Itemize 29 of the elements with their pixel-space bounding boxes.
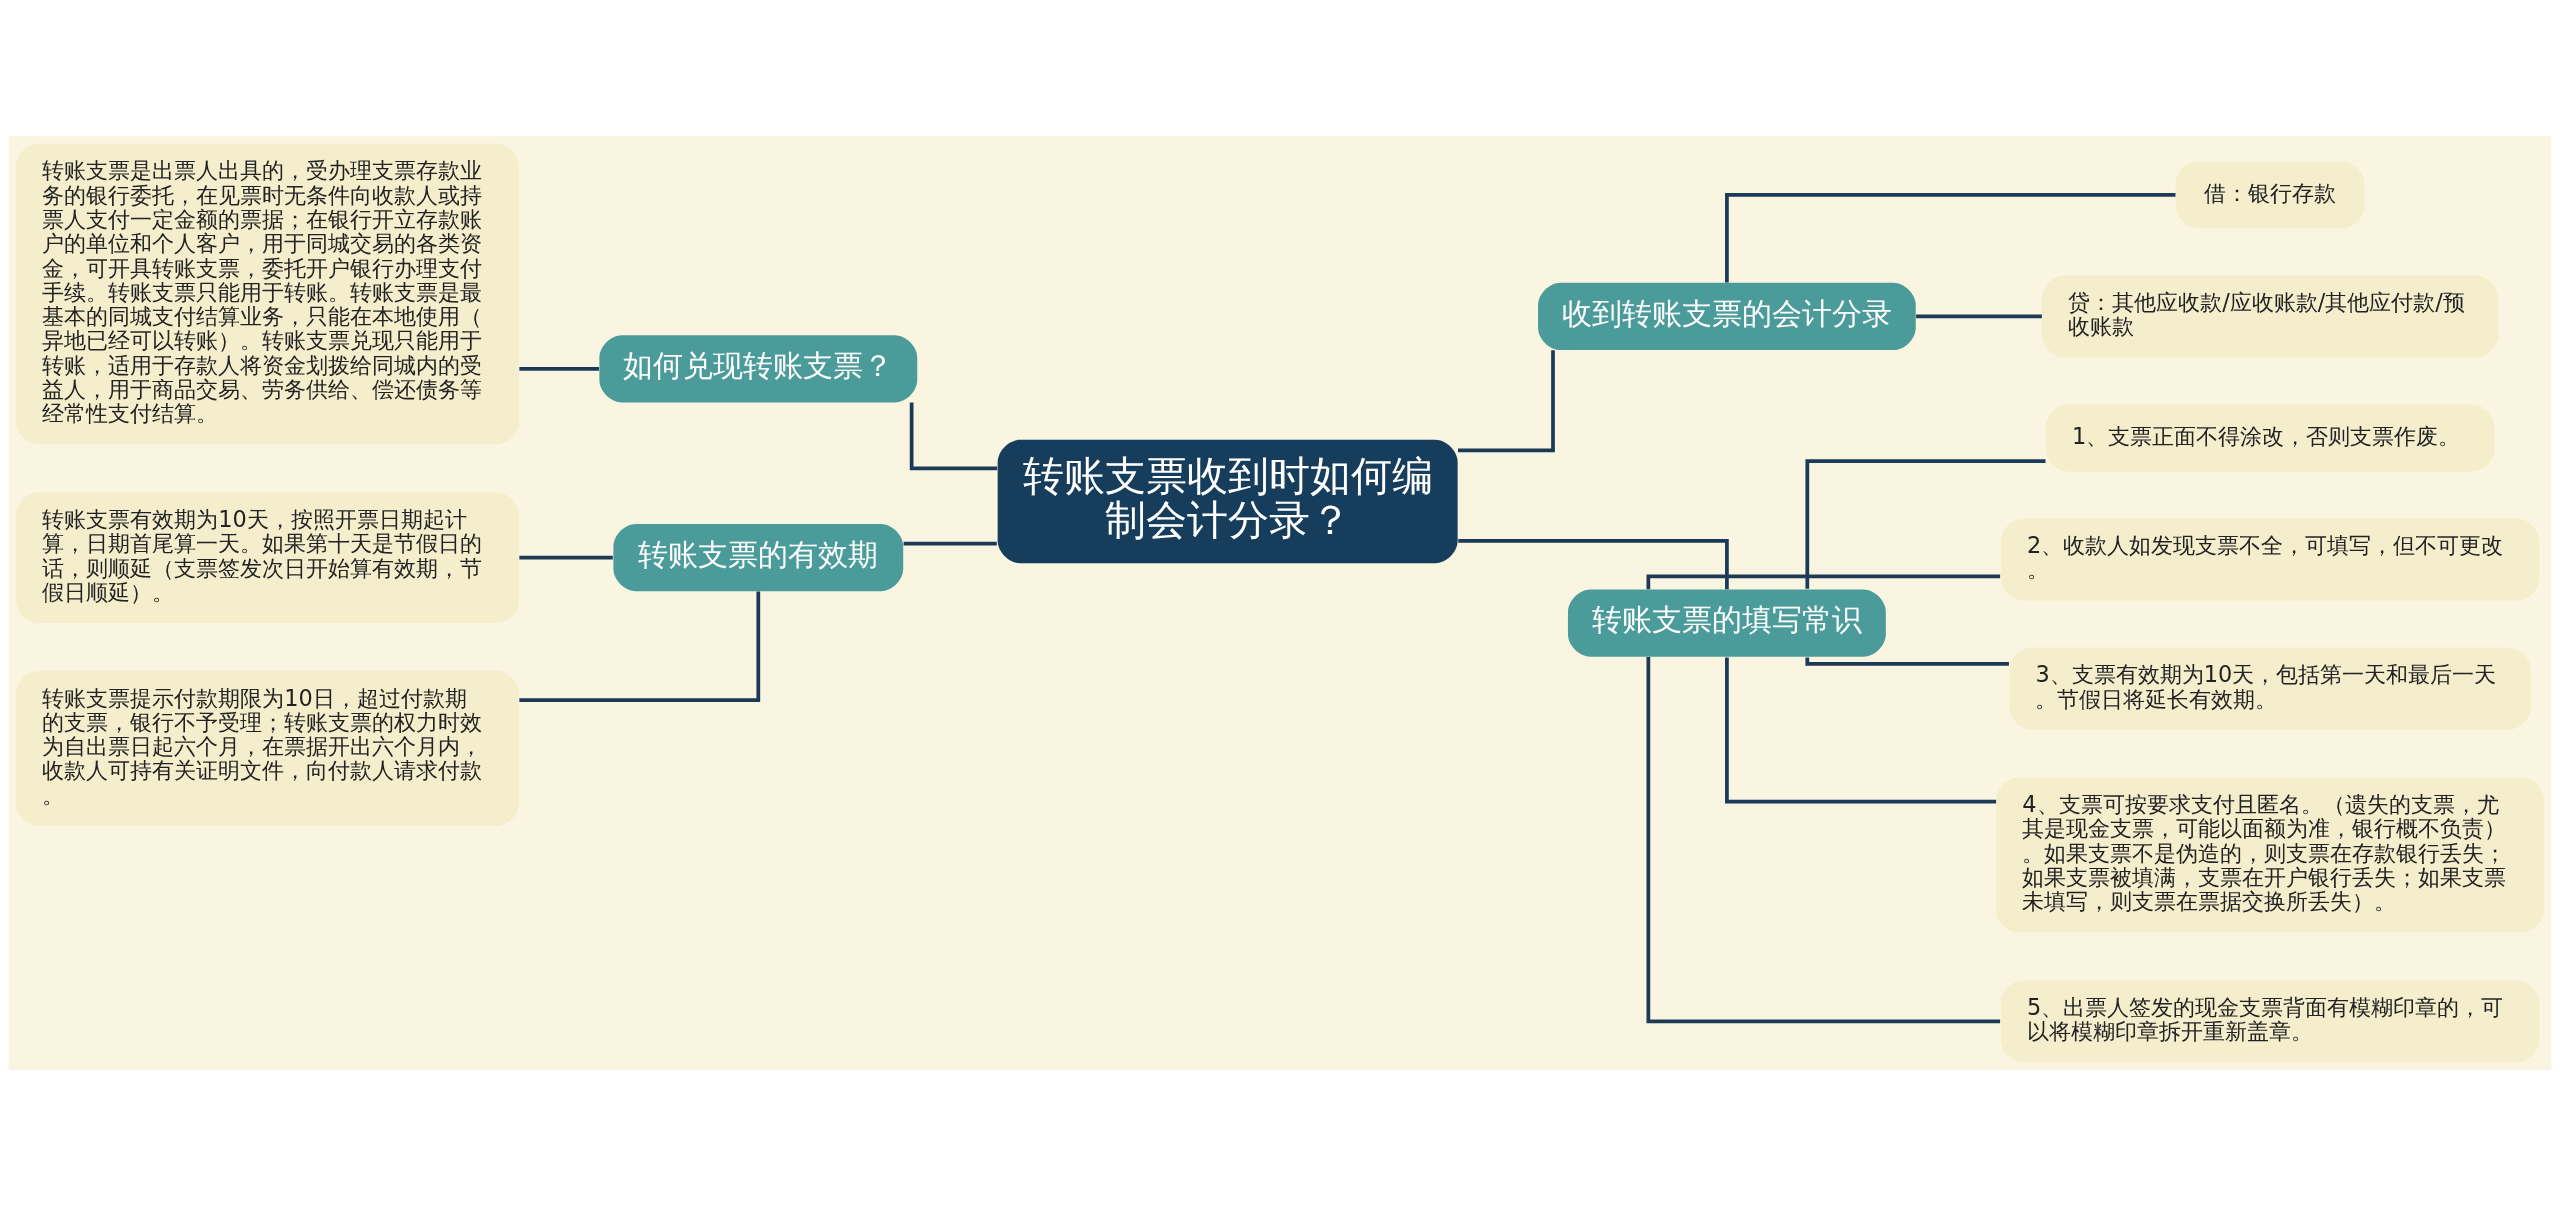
connector: [519, 555, 613, 560]
connector: [1646, 657, 2001, 1024]
node-box: 转账支票有效期为10天，按照开票日期起计算，日期首尾算一天。如果第十天是节假日的话，则顺延（支票签发次日开始算有效期，节假日顺延）。: [15, 492, 519, 624]
node-box: 3、支票有效期为10天，包括第一天和最后一天。节假日将延长有效期。: [2009, 647, 2531, 730]
connector: [1805, 657, 2009, 666]
node-box: 2、收款人如发现支票不全，可填写，但不可更改。: [2000, 518, 2540, 601]
connector: [1725, 657, 1997, 804]
connector: [1725, 193, 2176, 283]
connector: [1916, 314, 2042, 319]
node-box: 转账支票收到时如何编制会计分录？: [997, 439, 1458, 564]
connector: [909, 402, 998, 471]
connector: [903, 541, 997, 546]
node-box: 1、支票正面不得涂改，否则支票作废。: [2045, 404, 2495, 472]
node-box: 转账支票提示付款期限为10日，超过付款期的支票，银行不予受理；转账支票的权力时效为自出票日起六个月，在票据开出六个月内，收款人可持有关证明文件，向付款人请求付款。: [15, 670, 519, 826]
node-box: 转账支票的填写常识: [1567, 589, 1886, 657]
connector: [1646, 574, 2001, 590]
connector: [519, 591, 761, 703]
node-box: 转账支票是出票人出具的，受办理支票存款业务的银行委托，在见票时无条件向收款人或持票人支付一定金额的票据；在银行开立存款账户的单位和个人客户，用于同城交易的各类资金，可开具转账支票，委托开户银行办理支付手续。转账支票只能用于转账。转账支票是最基本的同城支付结算业务，只能在本地使用（异地已经可以转账）。转账支票兑现只能用于转账，适用于存款人将资金划拨给同城内的受益人，用于商品交易、劳务供给、偿还债务等经常性支付结算。: [15, 143, 519, 445]
connector: [1805, 459, 2046, 589]
node-box: 贷：其他应收款/应收账款/其他应付款/预收账款: [2041, 275, 2499, 358]
node-box: 转账支票的有效期: [613, 524, 904, 592]
node-box: 借：银行存款: [2175, 161, 2365, 229]
connector: [1458, 538, 1729, 590]
node-box: 如何兑现转账支票？: [599, 335, 918, 403]
connector: [519, 366, 599, 371]
connector: [1458, 350, 1555, 453]
node-box: 4、支票可按要求支付且匿名。（遗失的支票，尤其是现金支票，可能以面额为准，银行概不负责）。如果支票不是伪造的，则支票在存款银行丢失；如果支票被填满，支票在开户银行丢失；如果支票未填写，则支票在票据交换所丢失）。: [1996, 777, 2545, 933]
node-box: 5、出票人签发的现金支票背面有模糊印章的，可以将模糊印章拆开重新盖章。: [2000, 980, 2540, 1063]
node-box: 收到转账支票的会计分录: [1538, 282, 1916, 351]
